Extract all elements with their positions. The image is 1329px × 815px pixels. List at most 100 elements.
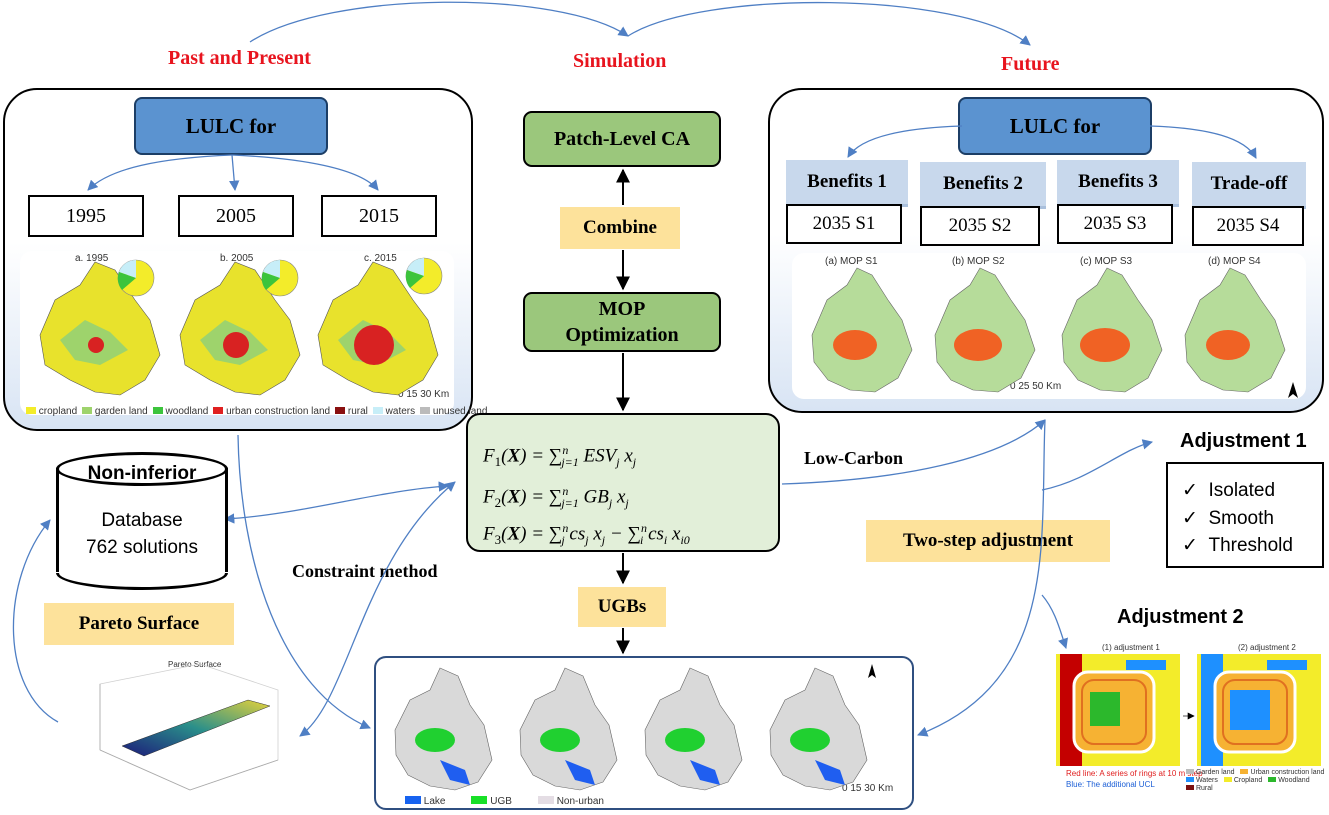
patch-level-ca-box: Patch-Level CA: [523, 111, 721, 167]
year-box-1995: 1995: [28, 195, 144, 237]
combine-label: Combine: [560, 207, 680, 249]
arc-past-to-simulation: [249, 1, 629, 43]
arrow-future-to-ugb: [917, 419, 1046, 737]
past-scale-bar: 0 15 30 Km: [398, 389, 450, 400]
pareto-surface-plot: [99, 663, 279, 791]
future-map-s2: [934, 267, 1036, 393]
benefits-1-head: Benefits 1: [786, 160, 908, 204]
benefits-2-head: Benefits 2: [920, 162, 1046, 206]
ugb-north-arrow-icon: [868, 664, 876, 678]
pareto-chart-title: Pareto Surface: [168, 660, 222, 669]
map-caption-1995: a. 1995: [75, 253, 109, 264]
future-map-s1: [811, 267, 913, 393]
database-title: Non-inferior: [87, 463, 197, 484]
lulc-past-title: LULC for: [134, 97, 328, 155]
trade-off-head: Trade-off: [1192, 162, 1306, 206]
ugb-map-2: [519, 667, 618, 791]
adjustment2-map-1: [1056, 654, 1180, 766]
adj-legend-garden: Garden land: [1186, 769, 1234, 776]
adjustment1-title: Adjustment 1: [1180, 430, 1307, 452]
formula-f3: F3(X) = ∑nj csj xj − ∑ni csi xi0: [483, 521, 690, 548]
past-map-2015: [317, 257, 443, 396]
future-north-arrow-icon: [1288, 382, 1298, 398]
arrow-to-trade-off: [1149, 125, 1257, 159]
arrow-to-1995: [87, 154, 233, 191]
adjustment2-note-blue: Blue: The additional UCL: [1066, 780, 1155, 789]
legend-non-urban: Non-urban: [537, 796, 604, 807]
year-box-2005: 2005: [178, 195, 294, 237]
benefits-3-value: 2035 S3: [1057, 204, 1173, 244]
low-carbon-label: Low-Carbon: [804, 448, 904, 468]
benefits-2-value: 2035 S2: [920, 206, 1040, 246]
year-box-2015: 2015: [321, 195, 437, 237]
map-caption-s2: (b) MOP S2: [952, 256, 1005, 267]
adj-legend-woodland: Woodland: [1268, 777, 1310, 784]
adjustment2-note-red: Red line: A series of rings at 10 m step: [1066, 769, 1203, 778]
adj-legend-rural: Rural: [1186, 785, 1213, 792]
adj-legend-cropland: Cropland: [1223, 777, 1262, 784]
legend-urban: urban construction land: [213, 406, 330, 418]
future-map-s3: [1061, 267, 1163, 393]
pareto-surface-label: Pareto Surface: [44, 603, 234, 645]
arrow-to-adjustment2: [1041, 594, 1068, 649]
map-caption-2015: c. 2015: [364, 253, 397, 264]
legend-ugb: UGB: [471, 796, 512, 807]
legend-waters: waters: [372, 406, 415, 418]
lulc-future-title: LULC for: [958, 97, 1152, 155]
past-map-1995: [39, 259, 161, 396]
formula-f1: F1(X) = ∑nj=1 ESVj xj: [483, 443, 637, 470]
arc-simulation-to-future: [627, 1, 1031, 46]
ugb-legend: Lake UGB Non-urban: [405, 796, 604, 807]
arrow-low-carbon: [781, 419, 1046, 485]
adj-legend-waters: Waters: [1186, 777, 1218, 784]
future-map-s4: [1184, 267, 1286, 393]
legend-unused: unused land: [420, 406, 487, 418]
adjustment2-legend: Garden land Urban construction land Wate…: [1186, 769, 1326, 792]
ugb-map-1: [394, 667, 493, 791]
map-caption-2005: b. 2005: [220, 253, 254, 264]
past-map-2005: [179, 259, 301, 396]
adjustment1-item-threshold: ✓ Threshold: [1182, 535, 1293, 556]
adjustment1-item-smooth: ✓ Smooth: [1182, 508, 1274, 529]
adjustment2-sub2: (2) adjustment 2: [1238, 643, 1296, 652]
adjustment2-map-2: [1197, 654, 1321, 766]
adjustment2-title: Adjustment 2: [1117, 606, 1244, 628]
legend-garden-land: garden land: [82, 406, 148, 418]
map-caption-s4: (d) MOP S4: [1208, 256, 1261, 267]
map-caption-s3: (c) MOP S3: [1080, 256, 1133, 267]
database-top: [56, 452, 228, 486]
trade-off-value: 2035 S4: [1192, 206, 1304, 246]
heading-future: Future: [1001, 53, 1060, 75]
arrow-to-2005: [229, 154, 240, 192]
future-scale-bar: 0 25 50 Km: [1010, 381, 1062, 392]
adjustment2-sub1: (1) adjustment 1: [1102, 643, 1160, 652]
arrow-to-adjustment1: [1041, 439, 1154, 491]
ugb-scale-bar: 0 15 30 Km: [842, 783, 894, 794]
heading-simulation: Simulation: [573, 50, 667, 72]
map-caption-s1: (a) MOP S1: [825, 256, 878, 267]
adj-legend-urban: Urban construction land: [1240, 769, 1324, 776]
legend-rural: rural: [335, 406, 368, 418]
arrow-constraint-method: [299, 481, 456, 737]
legend-cropland: cropland: [26, 406, 77, 418]
database-line1: Database: [101, 510, 183, 531]
two-step-adjustment-label: Two-step adjustment: [866, 520, 1110, 562]
ugb-map-3: [644, 667, 743, 791]
objective-functions-box: [466, 413, 780, 552]
database-line2: 762 solutions: [86, 537, 198, 558]
adjustment1-box: [1166, 462, 1324, 568]
formula-f2: F2(X) = ∑nj=1 GBj xj: [483, 484, 629, 511]
ugbs-label: UGBs: [578, 587, 666, 627]
arrow-pareto-to-database: [12, 519, 59, 723]
benefits-1-value: 2035 S1: [786, 204, 902, 244]
heading-past-present: Past and Present: [168, 47, 311, 69]
arrow-past-to-ugb: [237, 434, 371, 730]
past-legend: cropland garden land woodland urban cons…: [26, 406, 487, 418]
benefits-3-head: Benefits 3: [1057, 160, 1179, 204]
arrow-formulas-database: [223, 481, 450, 524]
legend-lake: Lake: [405, 796, 445, 807]
legend-woodland: woodland: [152, 406, 208, 418]
arrow-to-benefits-1: [847, 125, 963, 158]
adjustment1-item-isolated: ✓ Isolated: [1182, 480, 1276, 501]
